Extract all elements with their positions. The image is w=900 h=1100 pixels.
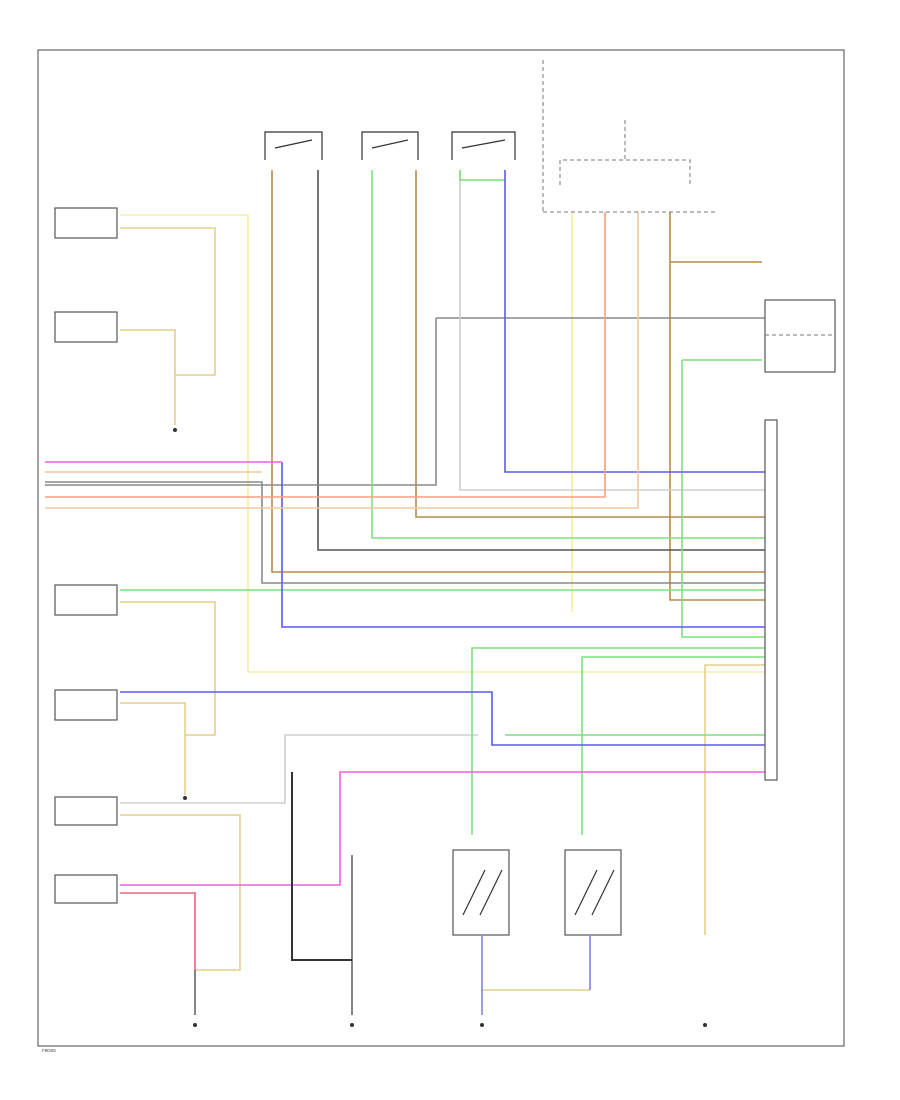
wire-yellow-1 [120,214,765,673]
wire-green-7 [459,170,505,181]
left-seat-switch-arm-2 [479,869,503,916]
sensor-box-6 [54,874,118,904]
wire-pink-2 [120,771,765,886]
center-bus-bar [291,772,352,961]
right-module [764,299,836,781]
ground-point-4 [350,1023,354,1027]
wires [45,170,765,991]
ground-point-6 [703,1023,707,1027]
left-seat-switch-arm-1 [462,869,486,916]
wire-tan-6 [704,664,765,935]
ground-point-3 [193,1023,197,1027]
wire-green-3 [681,360,765,638]
wire-salmon-1 [45,212,606,498]
wire-gray-1 [45,481,765,584]
left-seat-switch-box [452,849,510,936]
right-seat-switch-arm-2 [591,869,615,916]
top-switches [264,131,516,160]
switch-2-bracket [361,131,419,160]
wire-tan-3 [120,601,216,736]
module-connector [764,419,778,781]
top-right-unit [542,60,715,213]
wire-lightgray-1 [459,170,765,491]
wire-red-1 [120,892,196,970]
figure-id: F8D8S [42,1048,56,1053]
wire-peach-1 [45,212,639,509]
switch-3-contact [461,139,506,149]
wire-tan-1 [120,227,216,376]
right-seat-switch-arm-1 [574,869,598,916]
ground-points [173,428,707,1027]
ground-point-2 [183,796,187,800]
wire-green-1 [371,170,765,539]
wire-tan-4 [120,702,186,795]
switch-1-bracket [264,131,323,160]
ground-point-1 [173,428,177,432]
wire-lightgray-2 [120,734,478,804]
ground-point-5 [480,1023,484,1027]
switch-3-bracket [451,131,516,160]
bottom-switches [194,772,622,1015]
wire-green-6 [581,656,765,835]
front-sensor-box [764,299,836,373]
switch-1-contact [274,139,313,149]
unit-inner [559,159,691,185]
switch-2-contact [371,139,409,149]
left-sensors [54,207,118,904]
sensor-box-3 [54,584,118,616]
wire-brown-3 [669,212,765,601]
wire-brown-2 [415,170,765,518]
wire-brown-1 [271,170,765,573]
wire-blue-3 [281,462,765,628]
diagram-border [37,49,845,1047]
wire-green-5 [471,647,765,835]
sensor-box-4 [54,689,118,721]
wire-tan-5 [120,814,241,971]
wire-darkgray-1 [317,170,765,551]
wire-gray-2 [45,318,437,486]
sensor-box-2 [54,311,118,343]
right-seat-switch-box [564,849,622,936]
wire-blue-2 [120,691,765,746]
wire-blue-1 [504,170,765,473]
sensor-box-5 [54,796,118,826]
sensor-box-1 [54,207,118,239]
wire-tan-2 [120,329,176,425]
